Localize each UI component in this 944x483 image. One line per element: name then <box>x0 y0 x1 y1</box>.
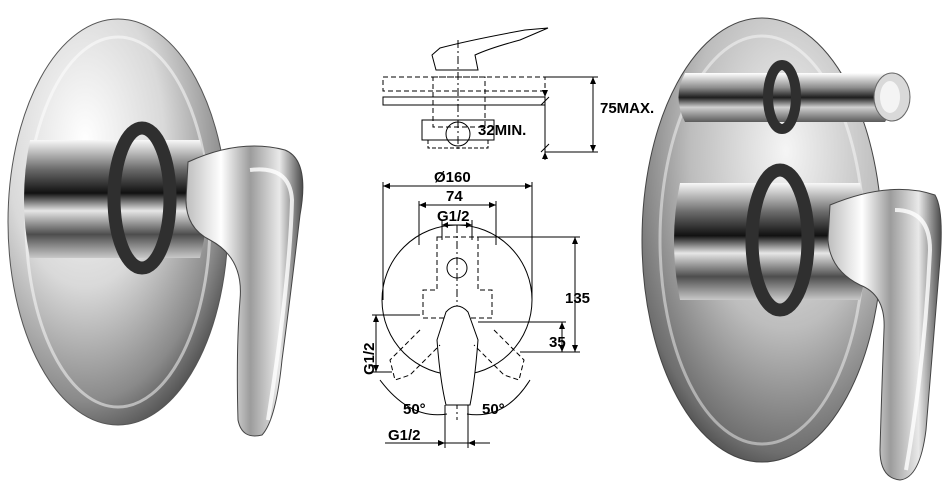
label-offset: 35 <box>549 334 566 351</box>
label-side-thread: G1/2 <box>361 342 378 375</box>
right-mixer-photo <box>641 17 942 481</box>
label-body-width: 74 <box>446 188 463 205</box>
label-depth-max: 75MAX. <box>600 100 654 117</box>
label-bottom-thread: G1/2 <box>388 427 421 444</box>
technical-drawing <box>372 27 598 448</box>
front-view <box>372 182 580 448</box>
label-top-thread: G1/2 <box>437 208 470 225</box>
label-angle-right: 50° <box>482 401 505 418</box>
side-view <box>382 27 598 160</box>
label-depth-min: 32MIN. <box>478 122 526 139</box>
label-plate-diameter: Ø160 <box>434 169 471 186</box>
label-height: 135 <box>565 290 590 307</box>
dimension-labels: 75MAX. 32MIN. Ø160 74 G1/2 135 35 G1/2 5… <box>361 100 654 444</box>
label-angle-left: 50° <box>403 401 426 418</box>
left-mixer-photo <box>7 18 304 437</box>
